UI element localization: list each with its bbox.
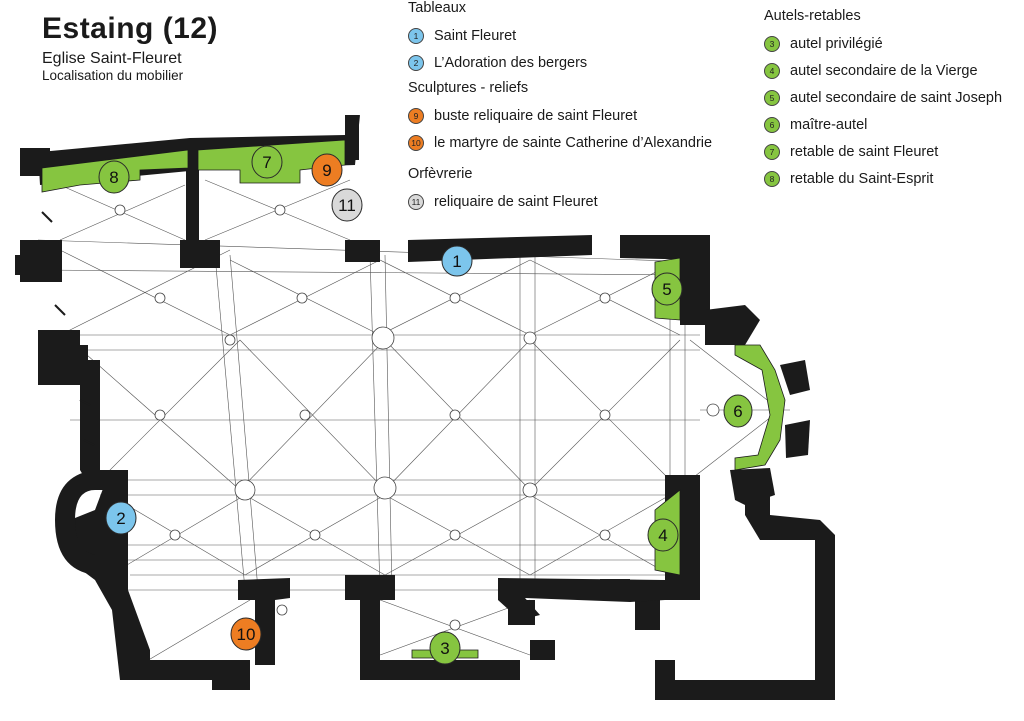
marker-4[interactable]: 4 — [647, 518, 679, 552]
marker-9[interactable]: 9 — [311, 153, 343, 187]
legend-autels: Autels-retables 3 autel privilégié 4 aut… — [764, 8, 1002, 192]
legend-label-8: retable du Saint-Esprit — [790, 170, 934, 187]
legend-label-7: retable de saint Fleuret — [790, 143, 939, 160]
legend-badge-9: 9 — [408, 107, 424, 124]
legend-badge-2: 2 — [408, 54, 424, 71]
marker-1[interactable]: 1 — [441, 245, 473, 277]
legend-item-1: 1 Saint Fleuret — [408, 22, 587, 49]
marker-11-label: 11 — [338, 196, 356, 215]
legend-label-10: le martyre de sainte Catherine d’Alexand… — [434, 134, 713, 151]
markers: 1 2 3 4 5 6 7 8 — [98, 145, 753, 665]
marker-10-label: 10 — [237, 625, 256, 644]
marker-6-label: 6 — [733, 402, 742, 421]
legend-badge-5: 5 — [764, 89, 780, 106]
legend-heading-tableaux: Tableaux — [408, 0, 467, 16]
legend-heading-autels: Autels-retables — [764, 8, 861, 24]
marker-5[interactable]: 5 — [651, 272, 683, 306]
legend-item-6: 6 maître-autel — [764, 111, 1002, 138]
map-caption: Localisation du mobilier — [42, 68, 184, 83]
legend-item-3: 3 autel privilégié — [764, 30, 1002, 57]
page-title: Estaing (12) — [42, 12, 219, 45]
marker-2[interactable]: 2 — [105, 501, 137, 535]
legend-item-5: 5 autel secondaire de saint Joseph — [764, 84, 1002, 111]
window-marks — [41, 211, 630, 679]
legend-badge-1: 1 — [408, 27, 424, 44]
legend-badge-11: 11 — [408, 193, 424, 210]
legend-label-2: L’Adoration des bergers — [434, 54, 588, 71]
legend-item-7: 7 retable de saint Fleuret — [764, 138, 1002, 165]
legend-item-10: 10 le martyre de sainte Catherine d’Alex… — [408, 129, 712, 156]
legend-badge-3: 3 — [764, 35, 780, 52]
legend-label-11: reliquaire de saint Fleuret — [434, 193, 598, 210]
legend-badge-4: 4 — [764, 62, 780, 79]
vault-bosses — [114, 204, 720, 631]
legend-item-2: 2 L’Adoration des bergers — [408, 49, 587, 76]
marker-7-label: 7 — [262, 153, 271, 172]
legend-badge-10: 10 — [408, 134, 424, 151]
altar-6-shape — [734, 344, 786, 471]
marker-10[interactable]: 10 — [230, 617, 262, 651]
marker-2-label: 2 — [116, 509, 125, 528]
church-name: Eglise Saint-Fleuret — [42, 50, 182, 67]
marker-5-label: 5 — [662, 280, 671, 299]
legend-label-1: Saint Fleuret — [434, 27, 517, 44]
marker-3-label: 3 — [440, 639, 449, 658]
legend-badge-8: 8 — [764, 170, 780, 187]
marker-3[interactable]: 3 — [429, 631, 461, 665]
legend-item-4: 4 autel secondaire de la Vierge — [764, 57, 1002, 84]
marker-7[interactable]: 7 — [251, 145, 283, 179]
legend-sculptures: Sculptures - reliefs 9 buste reliquaire … — [408, 80, 712, 156]
marker-11[interactable]: 11 — [331, 188, 363, 222]
marker-9-label: 9 — [322, 161, 331, 180]
vault-ribs — [37, 179, 790, 666]
legend-tableaux: Tableaux 1 Saint Fleuret 2 L’Adoration d… — [408, 0, 587, 76]
legend-label-6: maître-autel — [790, 116, 868, 133]
legend-label-4: autel secondaire de la Vierge — [790, 62, 978, 79]
legend-label-3: autel privilégié — [790, 35, 883, 52]
marker-6[interactable]: 6 — [723, 394, 753, 428]
legend-label-5: autel secondaire de saint Joseph — [790, 89, 1003, 106]
legend-item-9: 9 buste reliquaire de saint Fleuret — [408, 102, 712, 129]
legend-label-9: buste reliquaire de saint Fleuret — [434, 107, 638, 124]
legend-badge-7: 7 — [764, 143, 780, 160]
legend-badge-6: 6 — [764, 116, 780, 133]
marker-4-label: 4 — [658, 526, 667, 545]
walls — [15, 115, 835, 700]
legend-orfevrerie: Orfèvrerie 11 reliquaire de saint Fleure… — [408, 166, 598, 215]
legend-heading-orfevrerie: Orfèvrerie — [408, 166, 473, 182]
legend-item-11: 11 reliquaire de saint Fleuret — [408, 188, 598, 215]
marker-1-label: 1 — [452, 252, 461, 271]
legend-item-8: 8 retable du Saint-Esprit — [764, 165, 1002, 192]
legend-heading-sculptures: Sculptures - reliefs — [408, 80, 529, 96]
nave-floor — [38, 165, 690, 590]
marker-8[interactable]: 8 — [98, 160, 130, 194]
marker-8-label: 8 — [109, 168, 118, 187]
